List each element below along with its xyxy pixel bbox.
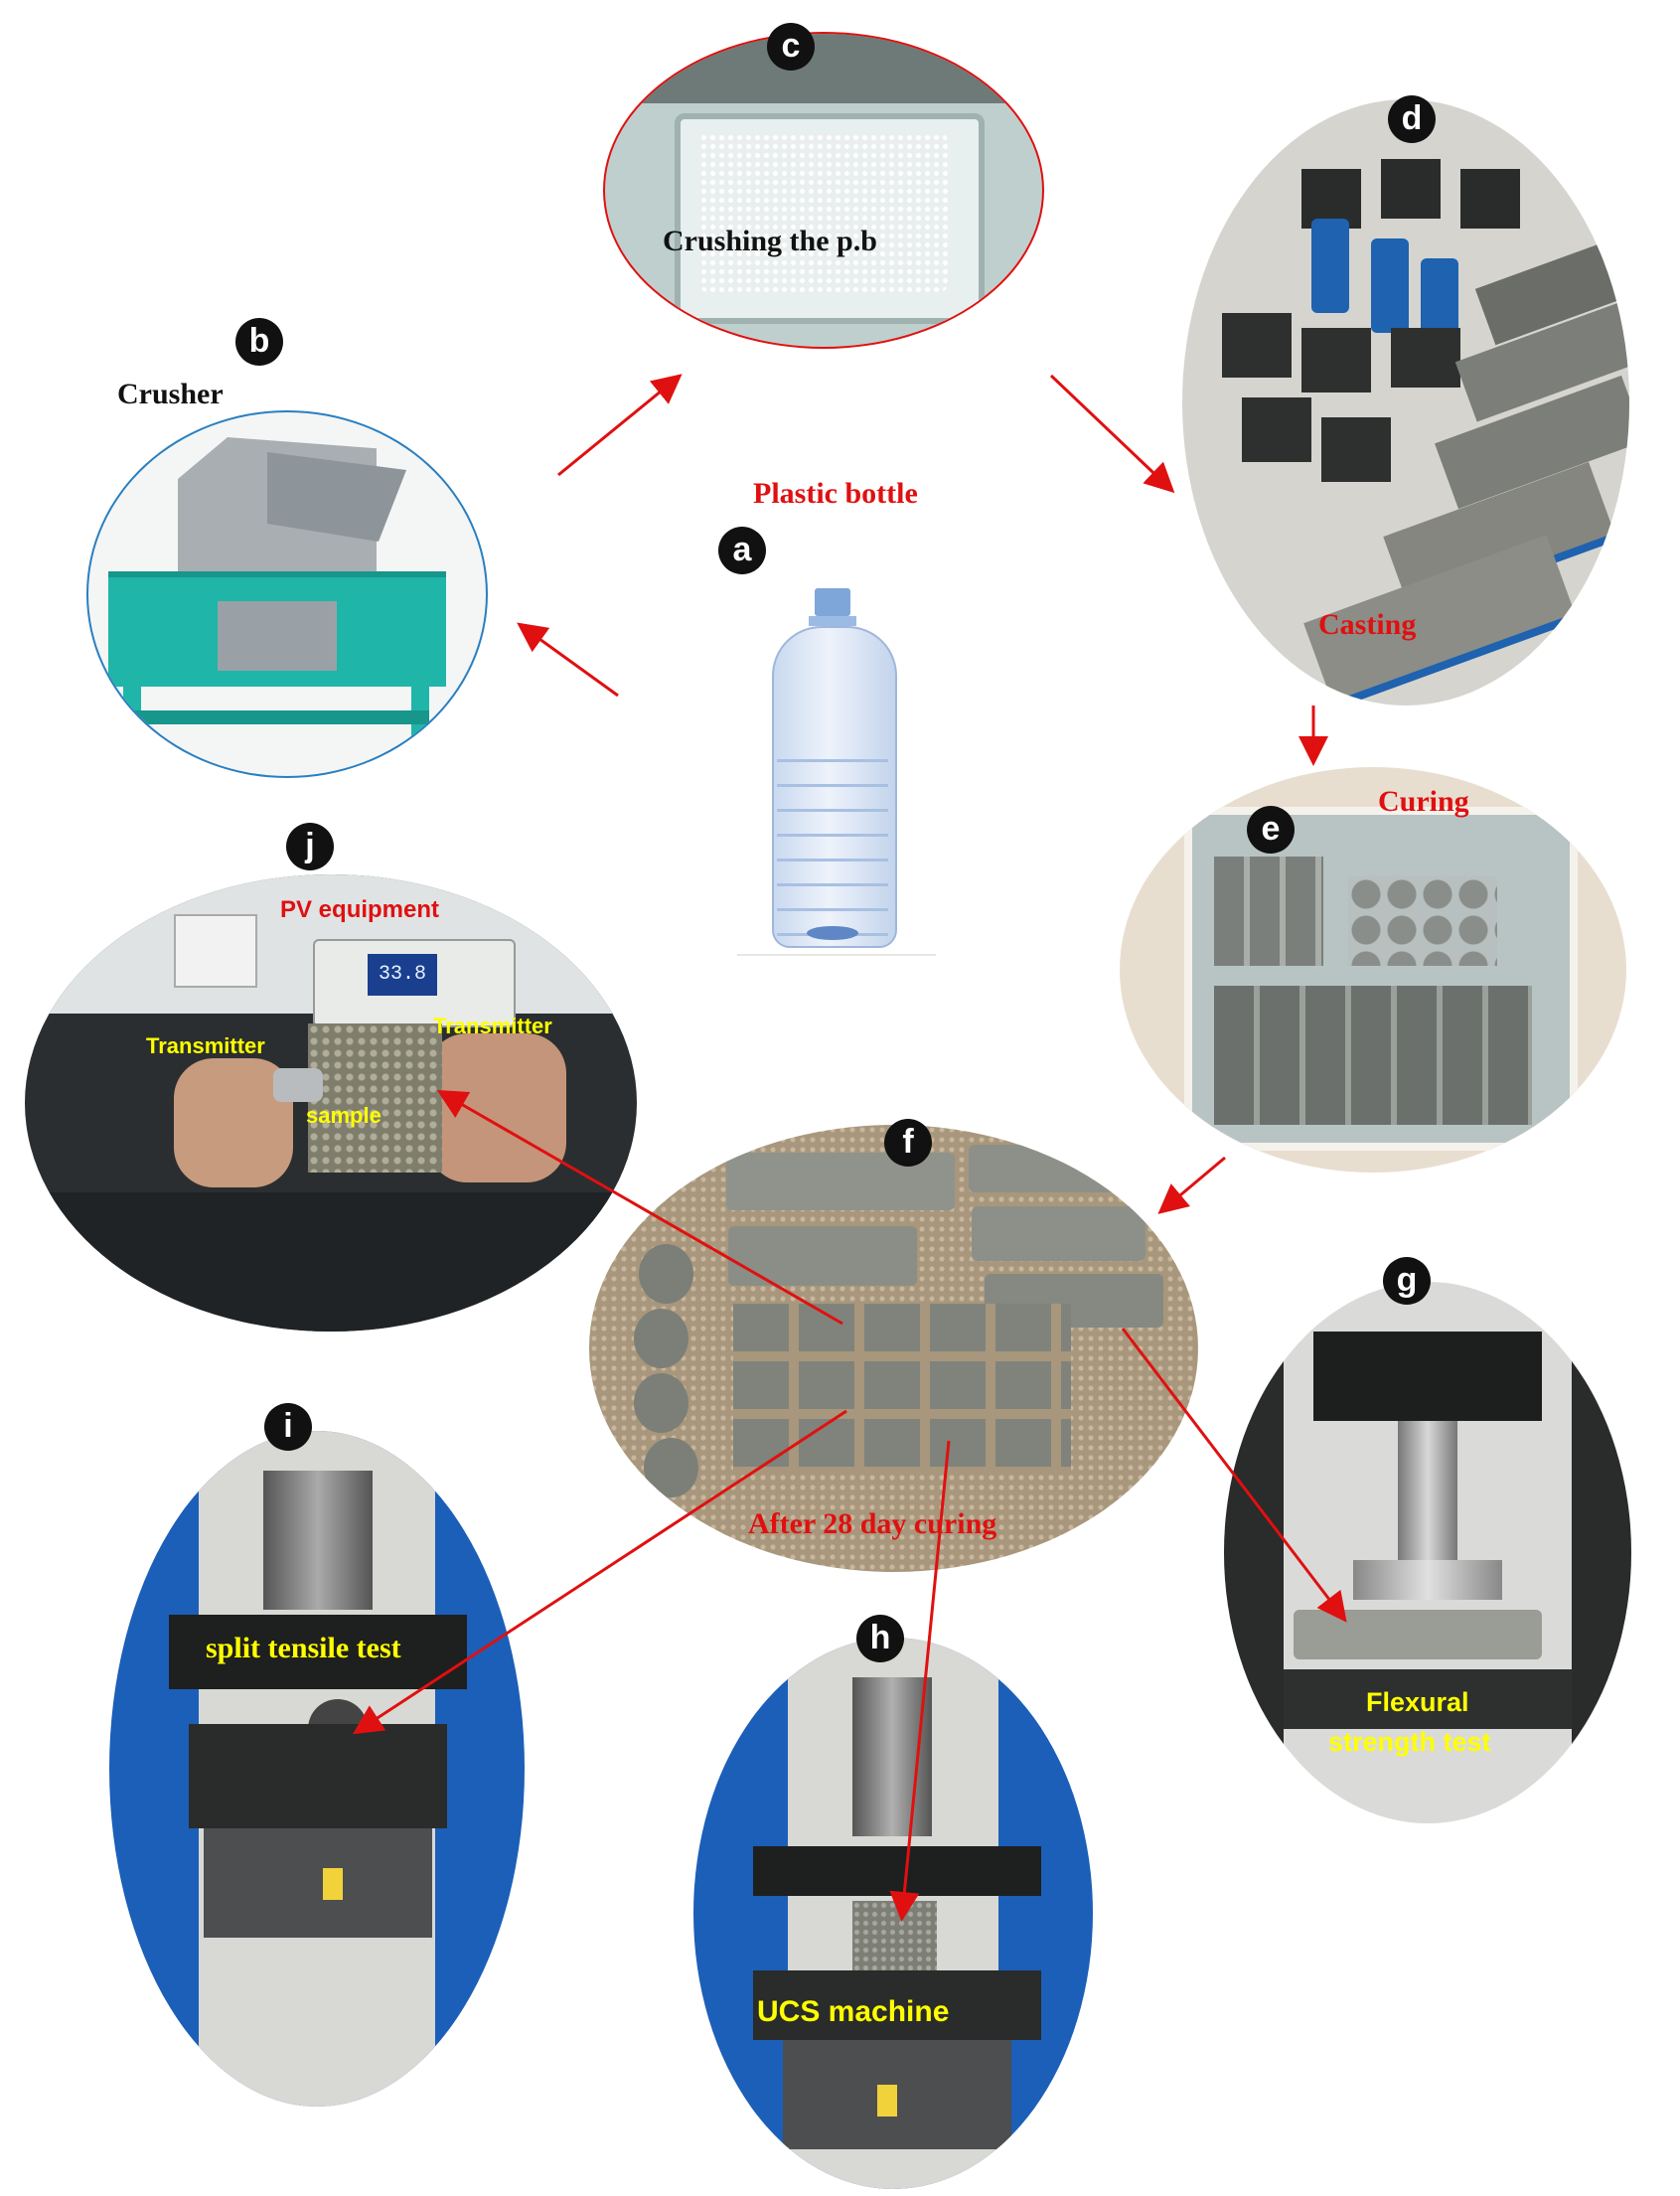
label-ucs-machine: UCS machine [757,1995,950,2028]
arrow-f-to-j [436,1090,843,1326]
photo-split-tensile [109,1431,525,2107]
badge-b: b [235,318,283,366]
arrow-f-to-g [1121,1328,1347,1623]
photo-curing [1120,767,1626,1173]
badge-j: j [286,823,334,870]
pv-display: 33.8 [368,954,437,996]
label-crusher: Crusher [117,378,224,410]
badge-f: f [884,1119,932,1167]
label-flexural-line1: Flexural [1366,1687,1469,1717]
badge-g: g [1383,1257,1431,1305]
label-pv-equipment: PV equipment [280,896,440,923]
badge-i: i [264,1403,312,1451]
photo-crusher [86,410,488,778]
photo-plastic-bottle [737,588,936,956]
label-curing: Curing [1378,785,1469,818]
label-after-28-day: After 28 day curing [748,1507,997,1540]
arrow-a-to-b [517,622,619,698]
badge-e: e [1247,806,1295,854]
badge-d: d [1388,95,1436,143]
label-transmitter-right: Transmitter [433,1014,552,1038]
label-transmitter-left: Transmitter [146,1033,265,1058]
photo-specimens [589,1125,1198,1572]
photo-crushing [603,32,1044,349]
label-split-tensile: split tensile test [206,1632,401,1664]
arrow-e-to-f [1157,1156,1226,1214]
label-crushing: Crushing the p.b [663,225,877,257]
photo-pv-equipment: 33.8 [25,874,637,1332]
label-flexural-line2: strength test [1328,1727,1491,1757]
badge-c: c [767,23,815,71]
label-plastic-bottle: Plastic bottle [753,477,918,510]
photo-flexural-test [1224,1282,1631,1823]
photo-casting [1182,99,1629,706]
arrow-c-to-d [1049,374,1175,494]
arrow-b-to-c [557,374,683,477]
badge-h: h [856,1615,904,1662]
label-sample: sample [306,1103,382,1128]
arrow-f-to-i [352,1409,847,1735]
badge-a: a [718,527,766,574]
arrow-f-to-h [889,1440,951,1922]
label-casting: Casting [1318,608,1417,641]
